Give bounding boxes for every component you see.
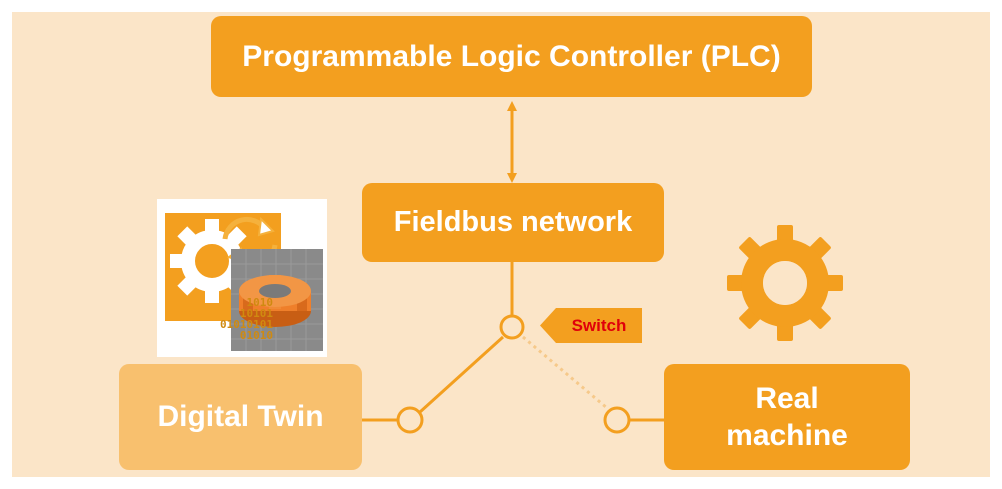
switch-machine-line	[522, 335, 608, 410]
fieldbus-box: Fieldbus network	[362, 183, 664, 262]
digital-twin-illustration: 1010 10101 01010101 01010	[157, 199, 327, 357]
binary-line-2: 10101	[239, 307, 273, 320]
digital-twin-box: Digital Twin	[119, 364, 362, 470]
switch-pointer	[540, 308, 642, 343]
switch-node[interactable]	[499, 314, 525, 340]
binary-line-1: 1010	[246, 296, 274, 309]
machine-node	[603, 406, 631, 434]
plc-box: Programmable Logic Controller (PLC)	[211, 16, 812, 97]
gear-icon	[727, 225, 843, 341]
binary-line-4: 01010	[239, 329, 273, 342]
3d-gear-icon	[239, 275, 311, 327]
real-machine-label-line1: Real	[755, 381, 819, 415]
digital-twin-graphic	[165, 213, 323, 351]
binary-text: 1010 10101 01010101 01010	[217, 297, 273, 341]
real-machine-box: Real machine	[664, 364, 910, 470]
fieldbus-label: Fieldbus network	[393, 206, 633, 238]
binary-line-3: 01010101	[220, 318, 273, 331]
switch-label: Switch	[571, 315, 627, 335]
plc-label: Programmable Logic Controller (PLC)	[242, 39, 781, 73]
real-machine-label-line2: machine	[726, 419, 848, 452]
digital-twin-label: Digital Twin	[157, 400, 324, 433]
twin-node	[396, 406, 424, 434]
switch-twin-line	[418, 335, 505, 414]
